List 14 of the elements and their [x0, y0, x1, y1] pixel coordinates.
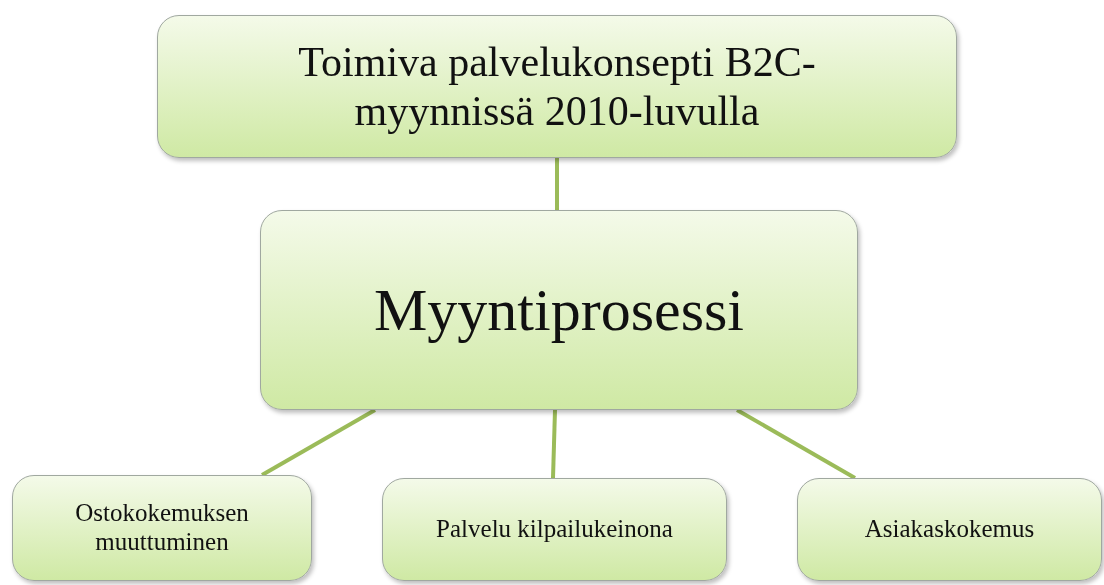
box-label: Myyntiprosessi [374, 275, 744, 345]
rounded-box [157, 15, 957, 158]
connector-line [551, 409, 557, 479]
rounded-box [12, 475, 312, 581]
connector-line [736, 408, 856, 480]
box-label: Asiakaskokemus [864, 515, 1035, 544]
rounded-box [382, 478, 727, 581]
box-label: Ostokokemuksen muuttuminen [74, 499, 250, 557]
rounded-box [797, 478, 1102, 581]
connector-line [261, 408, 376, 477]
box-label: Toimiva palvelukonsepti B2C-myynnissä 2010-luvulla [297, 38, 817, 135]
rounded-box [260, 210, 858, 410]
box-label: Palvelu kilpailukeinona [436, 515, 673, 544]
connector-line [555, 158, 559, 210]
